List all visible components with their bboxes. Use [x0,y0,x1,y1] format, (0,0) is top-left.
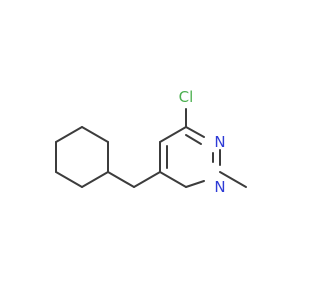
bond [55,171,83,188]
cyclohexyl-ring [55,126,109,188]
bond [81,171,109,188]
bond [185,180,205,188]
bond [55,126,83,143]
methyl-group [219,171,247,188]
bond [107,171,135,188]
nitrogen-atom-label: N [214,178,225,196]
chlorine-atom-label: Cl [179,88,194,106]
methylene-bridge [107,171,161,188]
bond [133,171,161,188]
bond [81,126,109,143]
pyrimidine-ring [159,126,221,188]
bond [159,171,187,188]
bond [219,171,247,188]
molecule-drawing: Cl N N [55,88,247,196]
double-bond-inner [185,134,202,145]
bond [185,126,205,138]
nitrogen-atom-label: N [214,133,225,151]
bond [159,126,187,143]
structure-canvas: Cl N N [55,88,247,196]
